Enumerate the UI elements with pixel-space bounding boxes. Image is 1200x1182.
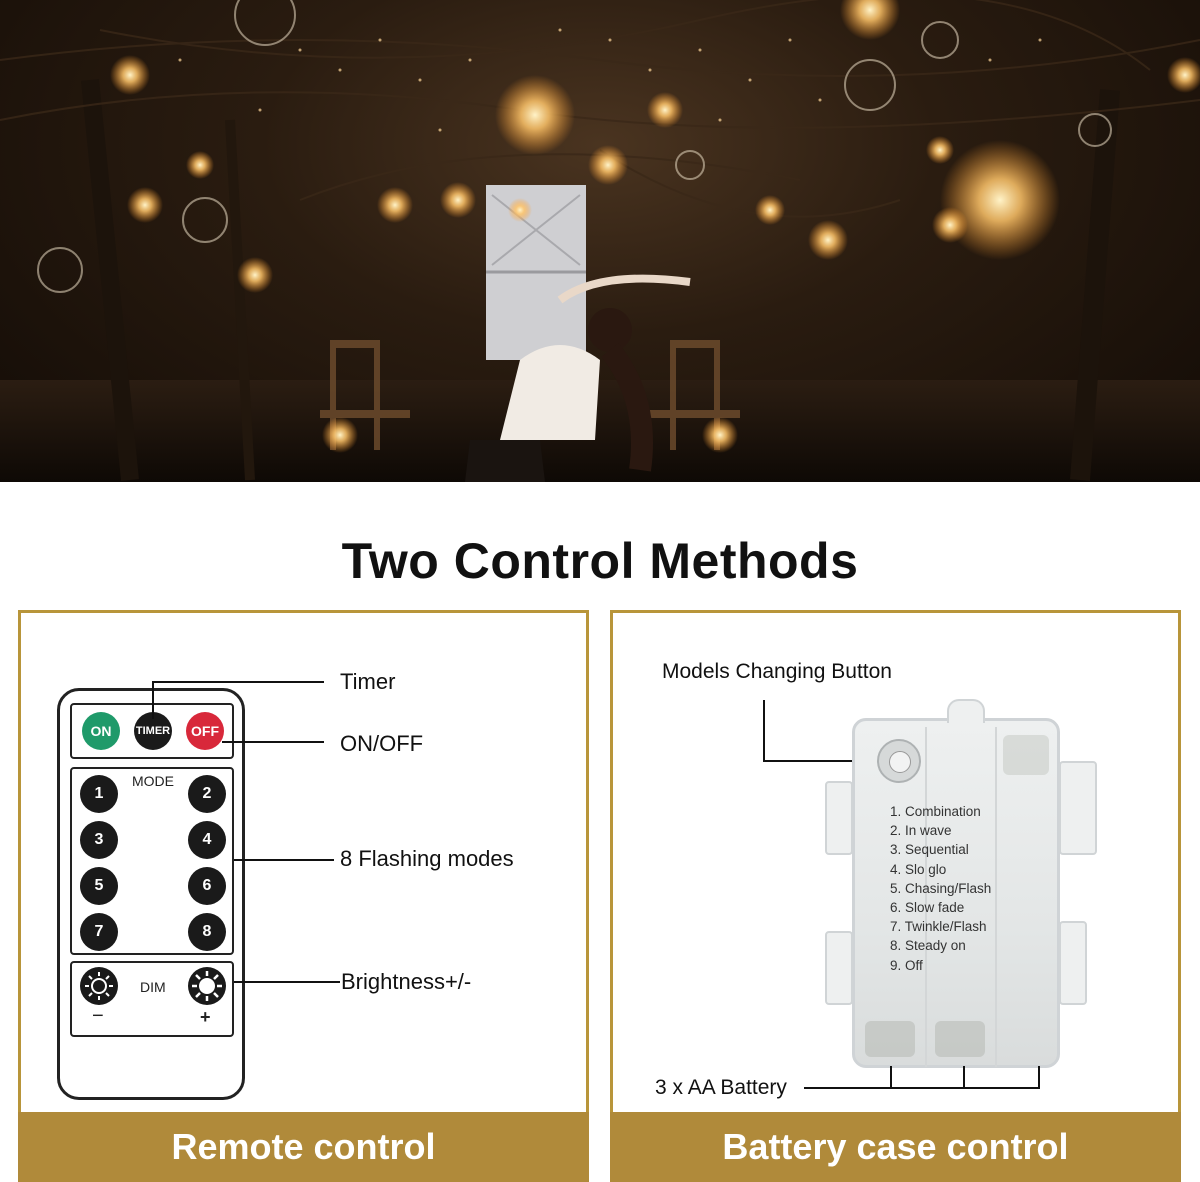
mode-label: MODE — [132, 773, 174, 789]
case-clip-left-bottom — [825, 931, 853, 1005]
mode-item: 3. Sequential — [890, 842, 969, 858]
off-button[interactable]: OFF — [186, 712, 224, 750]
sun-bright-icon — [192, 971, 222, 1001]
remote-mode-section: MODE 1 2 3 4 5 6 7 8 — [70, 767, 234, 955]
case-clip-left-top — [825, 781, 853, 855]
mode-item: 6. Slow fade — [890, 900, 965, 916]
mode-item: 5. Chasing/Flash — [890, 880, 992, 896]
dim-label: DIM — [140, 979, 166, 995]
mode-item: 7. Twinkle/Flash — [890, 919, 987, 935]
timer-leader-horizontal — [152, 681, 324, 683]
battery-leader-tick-2 — [963, 1066, 965, 1088]
mode-item: 1. Combination — [890, 804, 981, 819]
footer-remote-control: Remote control — [18, 1112, 589, 1182]
mode-change-button[interactable] — [877, 739, 921, 783]
battery-leader-tick-1 — [890, 1066, 892, 1088]
string-lights-scene — [0, 0, 1200, 482]
case-clip-right-top — [1059, 761, 1097, 855]
brightness-leader — [234, 981, 340, 983]
flashing-leader — [234, 859, 334, 861]
sun-small-icon — [85, 972, 113, 1000]
mode-button-6[interactable]: 6 — [188, 867, 226, 905]
onoff-callout: ON/OFF — [340, 731, 424, 756]
hero-photo — [0, 0, 1200, 482]
remote-top-section: ON TIMER OFF — [70, 703, 234, 759]
footer-battery-case-control: Battery case control — [610, 1112, 1181, 1182]
mode-button-7[interactable]: 7 — [80, 913, 118, 951]
button-leader-horizontal — [763, 760, 878, 762]
mode-button-2[interactable]: 2 — [188, 775, 226, 813]
onoff-leader — [222, 741, 324, 743]
mode-item: 2. In wave — [890, 823, 952, 839]
battery-top-right — [1003, 735, 1049, 775]
remote-dim-section: DIM − + — [70, 961, 234, 1037]
flashing-modes-callout: 8 Flashing modes — [340, 846, 514, 871]
mode-button-8[interactable]: 8 — [188, 913, 226, 951]
page-title: Two Control Methods — [341, 533, 859, 589]
modes-list: 1. Combination 2. In wave 3. Sequential … — [890, 802, 991, 975]
mode-item: 8. Steady on — [890, 938, 966, 954]
button-leader-vertical — [763, 700, 765, 762]
case-top-tab — [947, 699, 985, 723]
battery-case — [825, 699, 1097, 1068]
mode-item: 4. Slo glo — [890, 861, 947, 877]
case-divider-2 — [995, 727, 997, 1067]
battery-leader-horizontal — [804, 1087, 1040, 1089]
battery-leader-tick-3 — [1038, 1066, 1040, 1088]
dim-down-button[interactable] — [80, 967, 118, 1005]
timer-leader-vertical — [152, 681, 154, 719]
dim-up-button[interactable] — [188, 967, 226, 1005]
timer-callout: Timer — [340, 669, 396, 694]
mode-button-1[interactable]: 1 — [80, 775, 118, 813]
plus-label: + — [200, 1007, 211, 1027]
models-button-callout: Models Changing Button — [662, 660, 892, 683]
case-clip-right-bottom — [1059, 921, 1087, 1005]
remote-control: ON TIMER OFF MODE 1 2 3 4 5 6 7 8 — [57, 688, 245, 1100]
brightness-callout: Brightness+/- — [341, 969, 472, 994]
minus-label: − — [92, 1005, 104, 1027]
mode-button-4[interactable]: 4 — [188, 821, 226, 859]
battery-bottom-mid — [935, 1021, 985, 1057]
mode-button-5[interactable]: 5 — [80, 867, 118, 905]
mode-button-3[interactable]: 3 — [80, 821, 118, 859]
button-cap-icon — [889, 751, 911, 773]
battery-callout: 3 x AA Battery — [655, 1076, 787, 1099]
mode-item: 9. Off — [890, 957, 923, 973]
case-divider-1 — [925, 727, 927, 1067]
battery-bottom-left — [865, 1021, 915, 1057]
on-button[interactable]: ON — [82, 712, 120, 750]
